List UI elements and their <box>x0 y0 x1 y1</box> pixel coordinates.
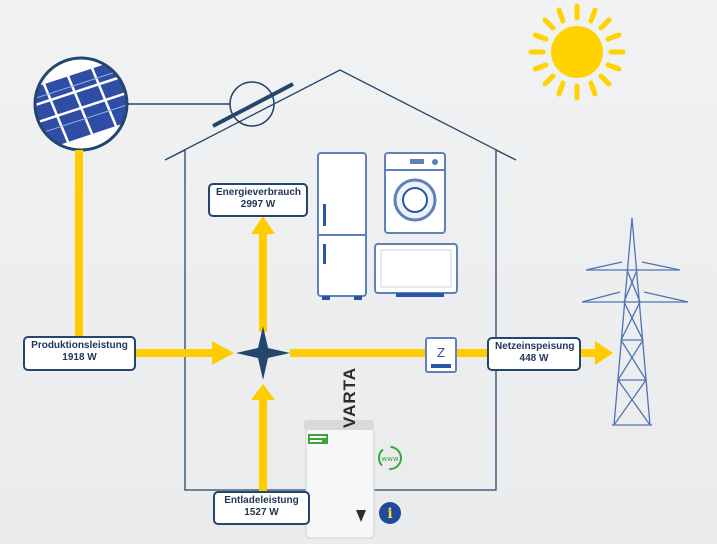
entladeleistung-label: Entladeleistung 1527 W <box>213 491 310 525</box>
info-icon[interactable]: i <box>379 502 401 524</box>
web-badge-icon[interactable]: www <box>378 446 402 470</box>
tv-icon <box>374 243 458 297</box>
flow-line-to-meter <box>290 349 426 357</box>
solar-panel-icon <box>33 56 129 152</box>
web-badge-text: www <box>381 455 398 463</box>
sun-icon <box>528 3 626 101</box>
entladeleistung-value: 1527 W <box>244 507 279 518</box>
flow-arrow-discharge <box>251 384 275 400</box>
flow-line-production <box>136 349 214 357</box>
flow-lines <box>75 150 613 491</box>
flow-arrow-grid <box>595 341 613 365</box>
flow-arrow-production <box>212 341 234 365</box>
info-glyph: i <box>387 506 392 522</box>
roof-panel-detail-icon <box>212 81 294 128</box>
battery-brand-logo: VARTA <box>340 366 359 428</box>
flow-line-panel-vertical <box>75 150 83 336</box>
flow-line-to-grid <box>581 349 597 357</box>
produktionsleistung-value: 1918 W <box>62 352 97 363</box>
house-icon <box>164 69 517 491</box>
entladeleistung-title: Entladeleistung <box>224 495 299 506</box>
energieverbrauch-value: 2997 W <box>240 199 276 210</box>
flow-line-discharge <box>259 400 267 491</box>
meter-glyph: Z <box>437 346 445 360</box>
flow-line-consumption <box>259 232 267 332</box>
produktionsleistung-label: Produktionsleistung 1918 W <box>23 336 136 371</box>
produktionsleistung-title: Produktionsleistung <box>31 340 128 351</box>
energieverbrauch-label: Energieverbrauch 2997 W <box>208 183 308 217</box>
netzeinspeisung-label: Netzeinspeisung 448 W <box>487 337 581 371</box>
fridge-icon <box>317 152 367 300</box>
meter-icon: Z <box>425 337 457 373</box>
netzeinspeisung-value: 448 W <box>519 353 549 364</box>
flow-line-meter-to-label <box>456 349 487 357</box>
washing-machine-icon <box>384 152 446 234</box>
flow-arrow-consumption <box>251 216 275 234</box>
netzeinspeisung-title: Netzeinspeisung <box>495 341 575 352</box>
junction-star-icon <box>236 326 290 380</box>
battery-icon <box>304 420 375 539</box>
power-pylon-icon <box>581 217 689 426</box>
energieverbrauch-title: Energieverbrauch <box>216 187 302 198</box>
